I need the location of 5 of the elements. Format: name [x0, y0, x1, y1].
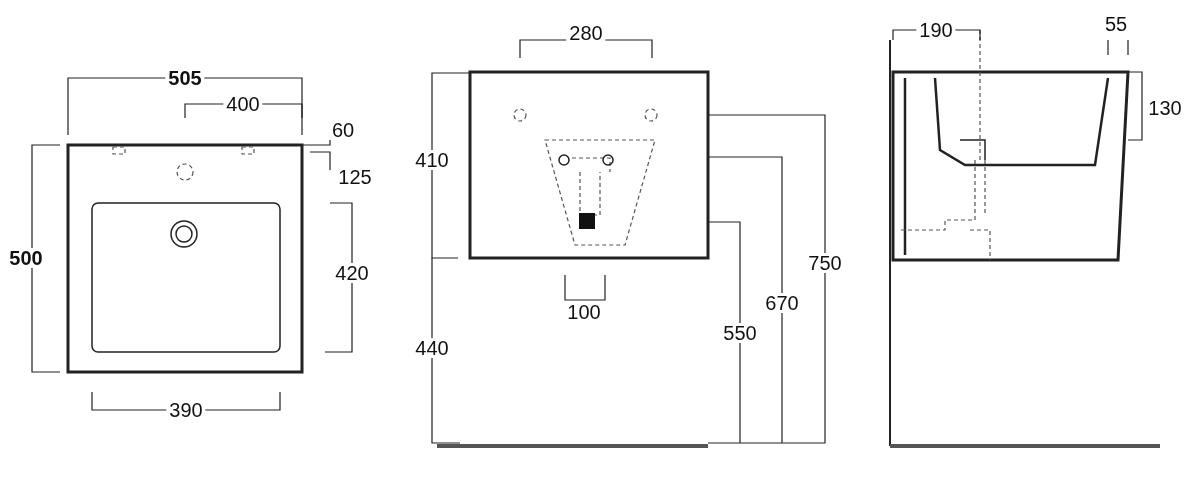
dimension-label: 400 — [223, 94, 263, 114]
dimension-label: 505 — [165, 68, 205, 88]
dimension-label: 390 — [166, 400, 206, 420]
dimension-label: 190 — [916, 20, 956, 40]
dimension-label: 280 — [566, 23, 606, 43]
